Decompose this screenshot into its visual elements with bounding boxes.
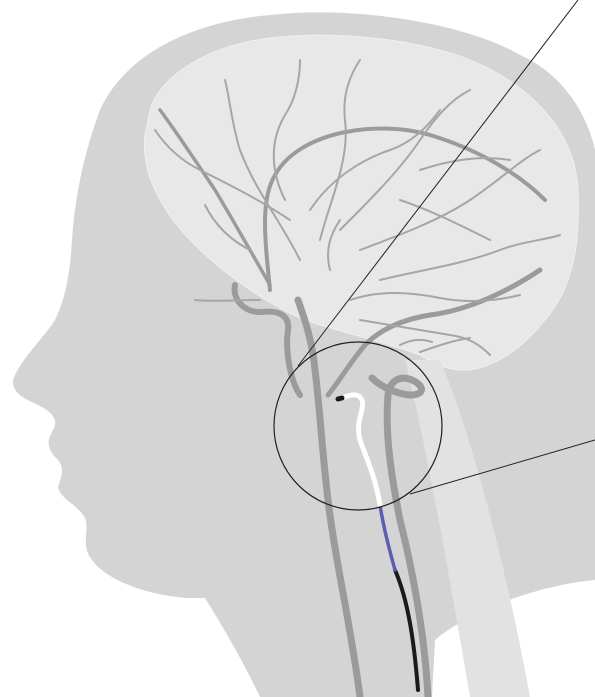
catheter-tip-marker bbox=[338, 398, 342, 399]
artery-branch bbox=[195, 300, 260, 301]
